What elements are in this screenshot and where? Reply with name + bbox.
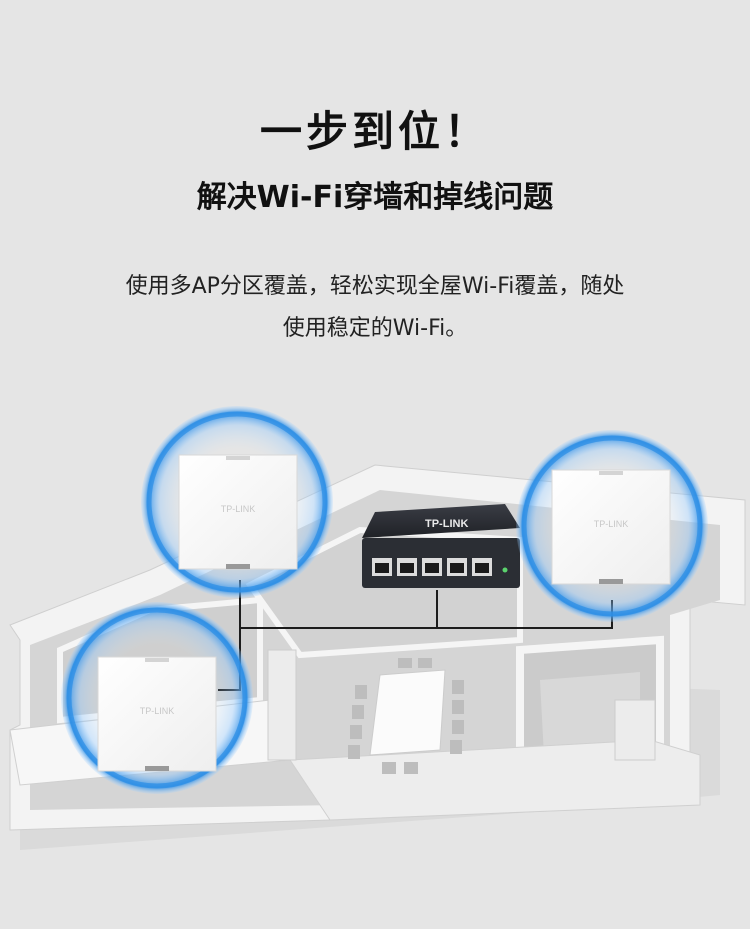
headline: 一步到位！ (259, 107, 490, 156)
floorplan-illustration: TP-LINK TP-LINK (9, 406, 746, 850)
access-point-bottom-left: TP-LINK (97, 656, 217, 772)
conference-table (348, 658, 464, 774)
power-led (502, 567, 508, 573)
access-point-top-left: TP-LINK (178, 454, 298, 570)
description-line-1: 使用多AP分区覆盖，轻松实现全屋Wi-Fi覆盖，随处 (125, 274, 625, 299)
access-point-right: TP-LINK (551, 469, 671, 585)
subheadline: 解决Wi-Fi穿墙和掉线问题 (196, 180, 554, 215)
switch-logo: TP-LINK (425, 518, 468, 530)
ap-logo: TP-LINK (221, 504, 256, 514)
description: 使用多AP分区覆盖，轻松实现全屋Wi-Fi覆盖，随处 使用稳定的Wi-Fi。 (0, 266, 750, 350)
description-line-2: 使用稳定的Wi-Fi。 (282, 316, 468, 341)
ap-logo: TP-LINK (594, 519, 629, 529)
ap-logo: TP-LINK (140, 706, 175, 716)
poe-switch: TP-LINK (362, 504, 520, 588)
